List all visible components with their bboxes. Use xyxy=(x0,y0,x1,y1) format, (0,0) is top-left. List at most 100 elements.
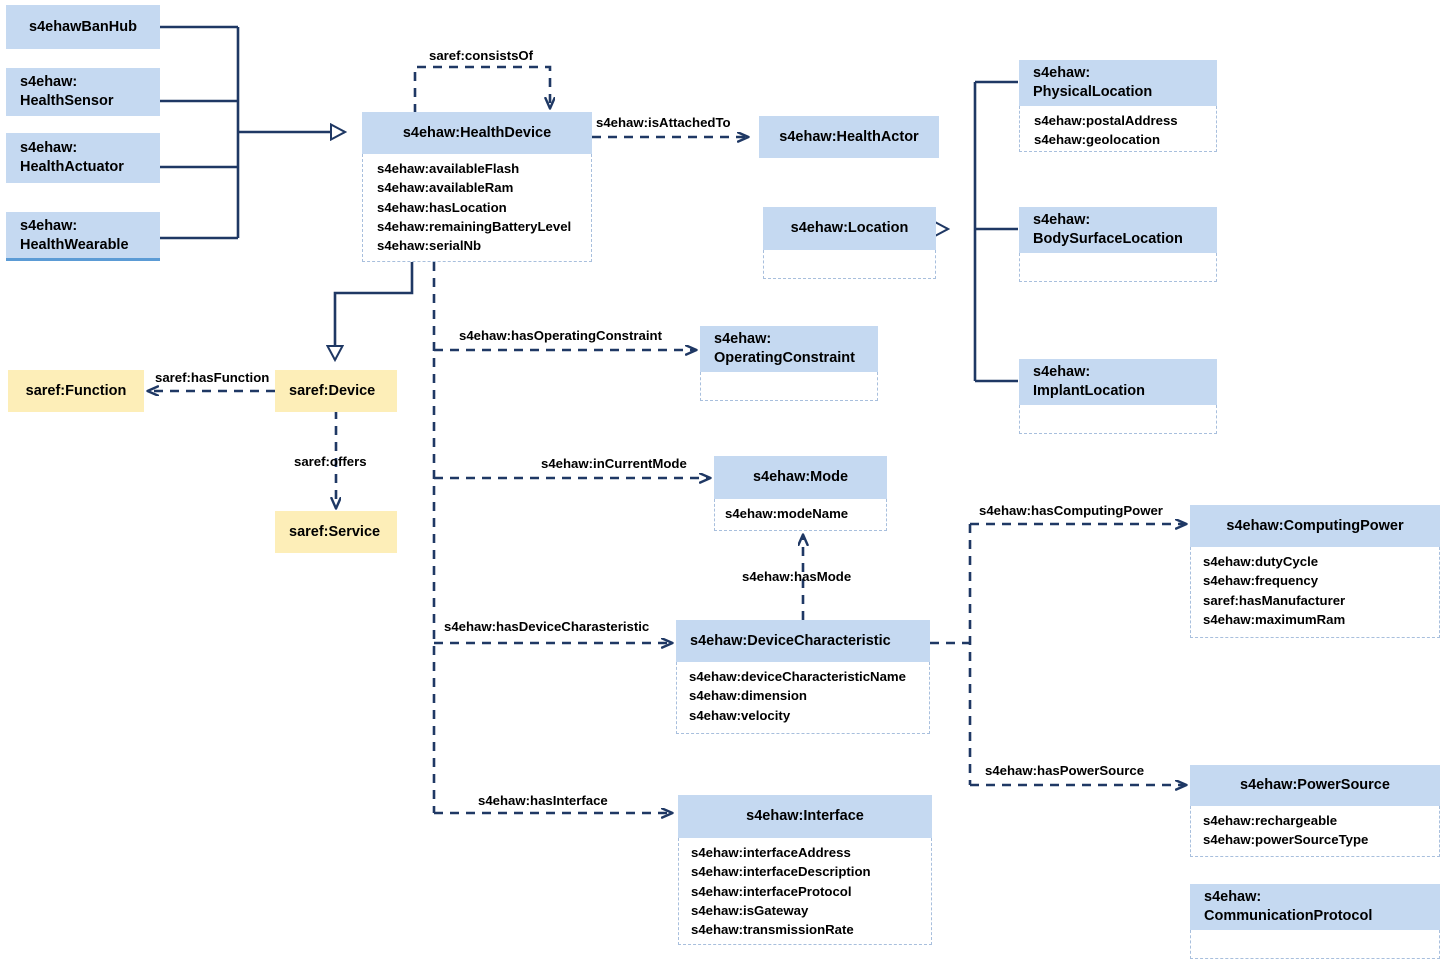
class-device-characteristic[interactable]: s4ehaw:DeviceCharacteristic s4ehaw:devic… xyxy=(676,620,930,734)
class-attributes xyxy=(1019,253,1217,282)
class-operating-constraint[interactable]: s4ehaw: OperatingConstraint xyxy=(700,326,878,401)
class-name-line: HealthSensor xyxy=(20,93,114,109)
class-name-line: HealthWearable xyxy=(20,236,129,253)
class-health-wearable[interactable]: s4ehaw: HealthWearable xyxy=(6,212,160,259)
class-header: s4ehaw:ComputingPower xyxy=(1190,505,1440,547)
attribute-row: s4ehaw:modeName xyxy=(725,506,849,521)
class-interface[interactable]: s4ehaw:Interface s4ehaw:interfaceAddress… xyxy=(678,795,932,945)
attribute-row: s4ehaw:deviceCharacteristicName xyxy=(689,669,906,684)
class-health-actuator[interactable]: s4ehaw: HealthActuator xyxy=(6,133,160,183)
class-name-line: ImplantLocation xyxy=(1033,383,1145,399)
class-location[interactable]: s4ehaw:Location xyxy=(763,207,936,279)
attribute-row: s4ehaw:velocity xyxy=(689,707,791,723)
edge-label-has-computing-power: s4ehaw:hasComputingPower xyxy=(979,503,1163,518)
attribute-row: s4ehaw:dutyCycle xyxy=(1203,554,1319,569)
class-name-line: s4ehaw: xyxy=(20,217,78,234)
attribute-row: saref:hasManufacturer xyxy=(1203,592,1346,608)
class-name-line: saref:Function xyxy=(25,383,127,399)
class-header: s4ehaw: HealthActuator xyxy=(6,133,160,183)
class-header: s4ehaw:Interface xyxy=(678,795,932,838)
class-health-sensor[interactable]: s4ehaw: HealthSensor xyxy=(6,68,160,116)
class-name-line: s4ehaw:Location xyxy=(790,220,909,236)
class-mode[interactable]: s4ehaw:Mode s4ehaw:modeName xyxy=(714,456,887,531)
class-name-line: s4ehaw: xyxy=(714,331,772,347)
class-name-line: saref:Service xyxy=(289,524,381,540)
class-name-line: s4ehaw:PowerSource xyxy=(1240,777,1390,793)
class-name-line: s4ehaw:HealthActor xyxy=(779,128,919,145)
attribute-row: s4ehaw:serialNb xyxy=(377,238,482,254)
edge-label-has-operating-constraint: s4ehaw:hasOperatingConstraint xyxy=(459,328,662,343)
class-header: s4ehaw:Mode xyxy=(714,456,887,499)
class-implant-location[interactable]: s4ehaw: ImplantLocation xyxy=(1019,359,1217,434)
class-header: s4ehaw:HealthActor xyxy=(759,116,939,158)
attribute-row: s4ehaw:availableFlash xyxy=(377,161,520,176)
attribute-row: s4ehaw:dimension xyxy=(689,688,807,704)
class-attributes: s4ehaw:availableFlash s4ehaw:availableRa… xyxy=(362,154,592,262)
attribute-row: s4ehaw:hasLocation xyxy=(377,199,507,215)
class-header: s4ehawBanHub xyxy=(6,5,160,49)
class-header: s4ehaw: ImplantLocation xyxy=(1019,359,1217,405)
class-name-line: saref:Device xyxy=(289,383,376,399)
attribute-row: s4ehaw:transmissionRate xyxy=(691,922,854,938)
attribute-row: s4ehaw:powerSourceType xyxy=(1203,832,1369,848)
class-name-line: s4ehaw: xyxy=(1033,364,1091,380)
class-attributes: s4ehaw:rechargeable s4ehaw:powerSourceTy… xyxy=(1190,806,1440,857)
class-header: s4ehaw: OperatingConstraint xyxy=(700,326,878,372)
class-name-line: s4ehaw: xyxy=(20,74,78,90)
class-saref-function[interactable]: saref:Function xyxy=(8,370,144,412)
class-name-line: PhysicalLocation xyxy=(1033,84,1153,100)
class-name-line: s4ehaw: xyxy=(1204,889,1262,905)
edge-label-has-interface: s4ehaw:hasInterface xyxy=(478,793,608,808)
class-communication-protocol[interactable]: s4ehaw: CommunicationProtocol xyxy=(1190,884,1440,959)
class-s4ehawBanHub[interactable]: s4ehawBanHub xyxy=(6,5,160,49)
class-health-device[interactable]: s4ehaw:HealthDevice s4ehaw:availableFlas… xyxy=(362,112,592,262)
edge-label-consists-of: saref:consistsOf xyxy=(429,48,534,63)
edge-label-has-device-charasteristic: s4ehaw:hasDeviceCharasteristic xyxy=(444,619,650,634)
class-name-line: s4ehaw:Interface xyxy=(746,808,864,824)
class-body-surface-location[interactable]: s4ehaw: BodySurfaceLocation xyxy=(1019,207,1217,282)
class-header: s4ehaw:PowerSource xyxy=(1190,765,1440,806)
class-physical-location[interactable]: s4ehaw: PhysicalLocation s4ehaw:postalAd… xyxy=(1019,60,1217,152)
class-name-line: OperatingConstraint xyxy=(714,350,855,366)
class-attributes xyxy=(1190,930,1440,959)
class-name-line: s4ehaw: xyxy=(1033,212,1091,228)
edge-label-has-power-source: s4ehaw:hasPowerSource xyxy=(985,763,1145,778)
class-saref-service[interactable]: saref:Service xyxy=(275,511,397,553)
class-header: s4ehaw:HealthDevice xyxy=(362,112,592,154)
class-name-line: s4ehaw: xyxy=(20,140,78,156)
class-header: s4ehaw:Location xyxy=(763,207,936,250)
attribute-row: s4ehaw:rechargeable xyxy=(1203,813,1338,828)
edge-label-is-attached-to: s4ehaw:isAttachedTo xyxy=(596,115,731,130)
class-attributes: s4ehaw:interfaceAddress s4ehaw:interface… xyxy=(678,838,932,945)
class-name-line: HealthActuator xyxy=(20,159,124,175)
class-header: s4ehaw: PhysicalLocation xyxy=(1019,60,1217,106)
class-name-line: s4ehaw:HealthDevice xyxy=(402,124,552,141)
class-computing-power[interactable]: s4ehaw:ComputingPower s4ehaw:dutyCycle s… xyxy=(1190,505,1440,638)
attribute-row: s4ehaw:interfaceDescription xyxy=(691,864,871,880)
attribute-row: s4ehaw:geolocation xyxy=(1034,132,1161,148)
attribute-row: s4ehaw:postalAddress xyxy=(1034,113,1178,128)
edge-label-in-current-mode: s4ehaw:inCurrentMode xyxy=(541,456,687,471)
class-attributes: s4ehaw:deviceCharacteristicName s4ehaw:d… xyxy=(676,662,930,734)
class-name-line: CommunicationProtocol xyxy=(1204,908,1373,924)
class-header: s4ehaw:DeviceCharacteristic xyxy=(676,620,930,662)
attribute-row: s4ehaw:isGateway xyxy=(691,902,809,918)
edge-label-offers: saref:offers xyxy=(294,454,367,469)
class-attributes: s4ehaw:postalAddress s4ehaw:geolocation xyxy=(1019,106,1217,152)
attribute-row: s4ehaw:interfaceAddress xyxy=(691,845,851,860)
class-attributes xyxy=(700,372,878,401)
class-header: s4ehaw: BodySurfaceLocation xyxy=(1019,207,1217,253)
edge-label-has-function: saref:hasFunction xyxy=(155,370,270,385)
class-attributes: s4ehaw:dutyCycle s4ehaw:frequency saref:… xyxy=(1190,547,1440,638)
class-header: s4ehaw: CommunicationProtocol xyxy=(1190,884,1440,930)
class-saref-device[interactable]: saref:Device xyxy=(275,370,397,412)
edge-consists-of xyxy=(413,65,550,113)
class-name-line: s4ehawBanHub xyxy=(29,18,137,35)
class-power-source[interactable]: s4ehaw:PowerSource s4ehaw:rechargeable s… xyxy=(1190,765,1440,857)
edge-healthdevice-to-sarefdevice xyxy=(335,258,414,360)
class-attributes xyxy=(1019,405,1217,434)
class-header: s4ehaw: HealthSensor xyxy=(6,68,160,116)
class-health-actor[interactable]: s4ehaw:HealthActor xyxy=(759,116,939,158)
attribute-row: s4ehaw:maximumRam xyxy=(1203,611,1346,627)
class-attributes: s4ehaw:modeName xyxy=(714,499,887,531)
